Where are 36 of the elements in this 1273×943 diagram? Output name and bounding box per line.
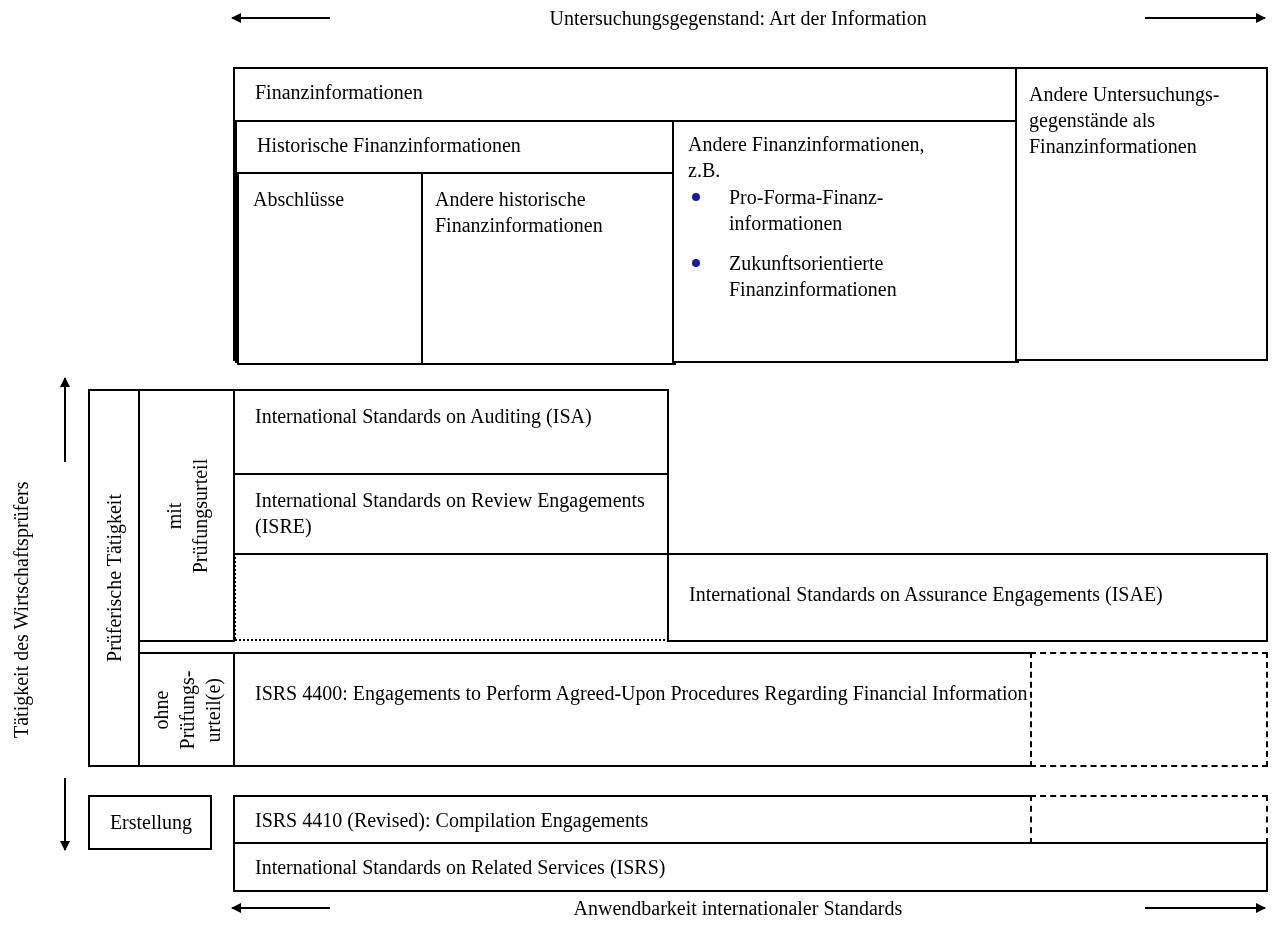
heading-text: International Standards on Related Services (ISRS) <box>255 855 667 880</box>
category-box <box>1015 67 1268 361</box>
bullet-text: Zukunftsorientierte Finanzinformationen <box>729 251 898 302</box>
heading-text: Andere historische Finanzinformationen <box>435 187 604 238</box>
category-box <box>138 652 235 767</box>
category-box <box>88 389 140 767</box>
heading-text: International Standards on Auditing (ISA) <box>255 404 593 429</box>
heading-text: Erstellung <box>108 810 194 835</box>
heading-text: International Standards on Assurance Engagements (ISAE) <box>689 582 1164 607</box>
category-box <box>237 172 423 365</box>
category-box <box>88 795 212 850</box>
heading-text: Andere Untersuchungs- gegenstände als Finanzinformationen <box>1029 82 1221 159</box>
heading-text: Historische Finanzinformationen <box>257 133 522 158</box>
category-box <box>667 553 1268 642</box>
heading-text: mit Prüfungsurteil <box>161 457 212 575</box>
heading-text: International Standards on Review Engagements (ISRE) <box>255 488 646 539</box>
placeholder-box <box>1030 795 1268 844</box>
placeholder-box <box>1030 652 1268 767</box>
category-box <box>233 842 1268 892</box>
heading-text: Prüferische Tätigkeit <box>102 494 127 662</box>
category-box <box>233 473 669 555</box>
heading-text: ISRS 4410 (Revised): Compilation Engagements <box>255 808 650 833</box>
category-box <box>672 120 1019 363</box>
bullet-text: Pro-Forma-Finanz- informationen <box>729 185 885 236</box>
category-box <box>233 389 669 475</box>
heading-text: Finanzinformationen <box>255 80 424 105</box>
category-box <box>233 795 1032 844</box>
heading-text: ISRS 4400: Engagements to Perform Agreed-Upon Procedures Regarding Financial Information <box>255 681 1029 706</box>
category-box <box>138 389 235 642</box>
axis-label: Tätigkeit des Wirtschaftsprüfers <box>9 480 34 741</box>
category-box <box>235 120 674 363</box>
category-box <box>233 652 1032 767</box>
heading-text: Andere Finanzinformationen, z.B. <box>688 132 926 183</box>
category-box <box>421 172 676 365</box>
heading-text: Abschlüsse <box>253 187 346 212</box>
heading-text: ohne Prüfungs- urteil(e) <box>148 670 225 749</box>
